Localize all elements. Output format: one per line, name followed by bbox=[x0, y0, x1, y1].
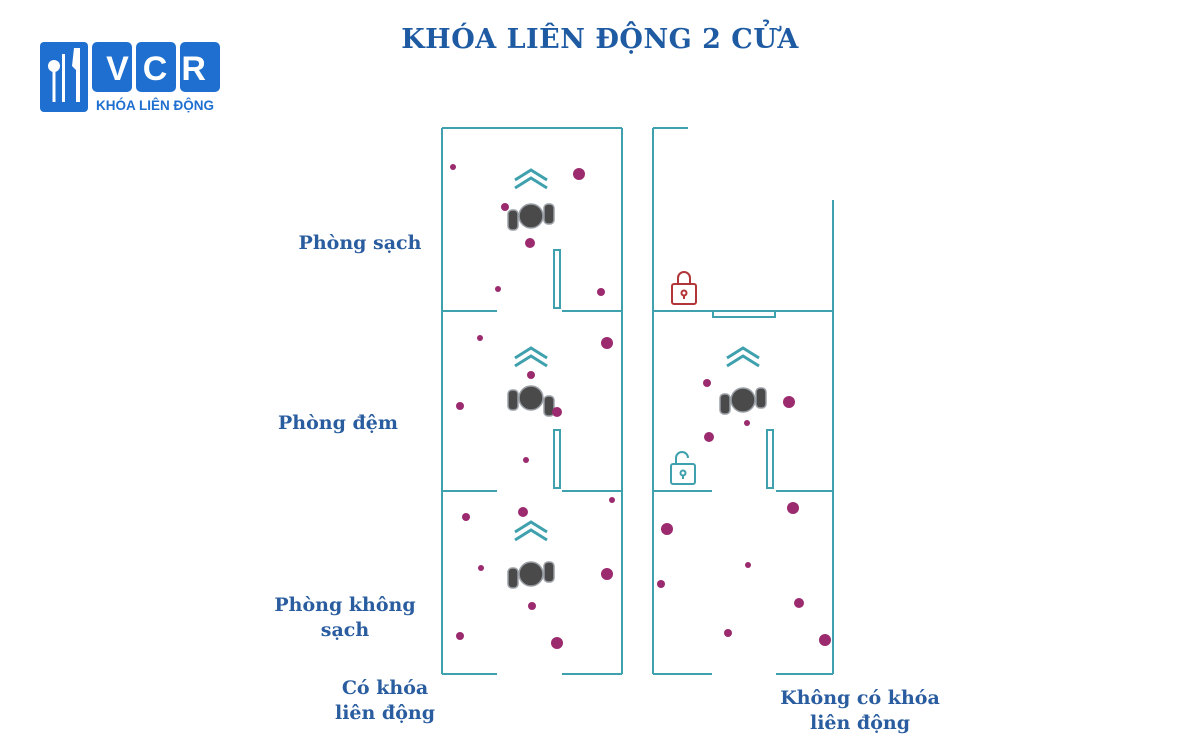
particle bbox=[794, 598, 804, 608]
caption-without-interlock: Không có khóa liên động bbox=[780, 687, 940, 734]
particle bbox=[518, 507, 528, 517]
particle bbox=[704, 432, 714, 442]
particle bbox=[744, 420, 750, 426]
particle bbox=[787, 502, 799, 514]
label-buffer-room: Phòng đệm bbox=[278, 412, 398, 434]
particle bbox=[783, 396, 795, 408]
particle bbox=[661, 523, 673, 535]
person-icon bbox=[507, 385, 555, 417]
unlocked-padlock-icon bbox=[670, 451, 696, 485]
particle bbox=[819, 634, 831, 646]
vcr-logo: VCR KHÓA LIÊN ĐỘNG bbox=[40, 40, 240, 116]
label-unclean-room: Phòng không sạch bbox=[274, 594, 416, 641]
particle bbox=[703, 379, 711, 387]
particle bbox=[724, 629, 732, 637]
utensils-icon bbox=[48, 48, 80, 102]
label-clean-room: Phòng sạch bbox=[298, 232, 422, 254]
particle bbox=[501, 203, 509, 211]
particle bbox=[523, 457, 529, 463]
page-title: KHÓA LIÊN ĐỘNG 2 CỬA bbox=[401, 24, 799, 55]
particle bbox=[477, 335, 483, 341]
caption-with-interlock: Có khóa liên động bbox=[334, 677, 435, 724]
contamination-particles bbox=[450, 164, 831, 649]
particle bbox=[527, 371, 535, 379]
particle bbox=[745, 562, 751, 568]
particle bbox=[450, 164, 456, 170]
left-column-walls bbox=[441, 127, 623, 675]
particle bbox=[609, 497, 615, 503]
person-icon bbox=[719, 387, 767, 415]
particle bbox=[495, 286, 501, 292]
particle bbox=[601, 337, 613, 349]
person-icon bbox=[507, 561, 555, 589]
locked-padlock-icon bbox=[671, 271, 697, 305]
particle bbox=[552, 407, 562, 417]
logo-tagline: KHÓA LIÊN ĐỘNG bbox=[96, 98, 214, 113]
particle bbox=[456, 632, 464, 640]
particle bbox=[478, 565, 484, 571]
particle bbox=[601, 568, 613, 580]
particle bbox=[573, 168, 585, 180]
particle bbox=[597, 288, 605, 296]
person-icon bbox=[507, 203, 555, 231]
particle bbox=[525, 238, 535, 248]
particle bbox=[551, 637, 563, 649]
particle bbox=[657, 580, 665, 588]
logo-brand: VCR bbox=[106, 50, 220, 88]
particle bbox=[462, 513, 470, 521]
particle bbox=[528, 602, 536, 610]
airflow-chevron-icon bbox=[514, 168, 760, 542]
particle bbox=[456, 402, 464, 410]
right-column-walls bbox=[652, 127, 834, 675]
